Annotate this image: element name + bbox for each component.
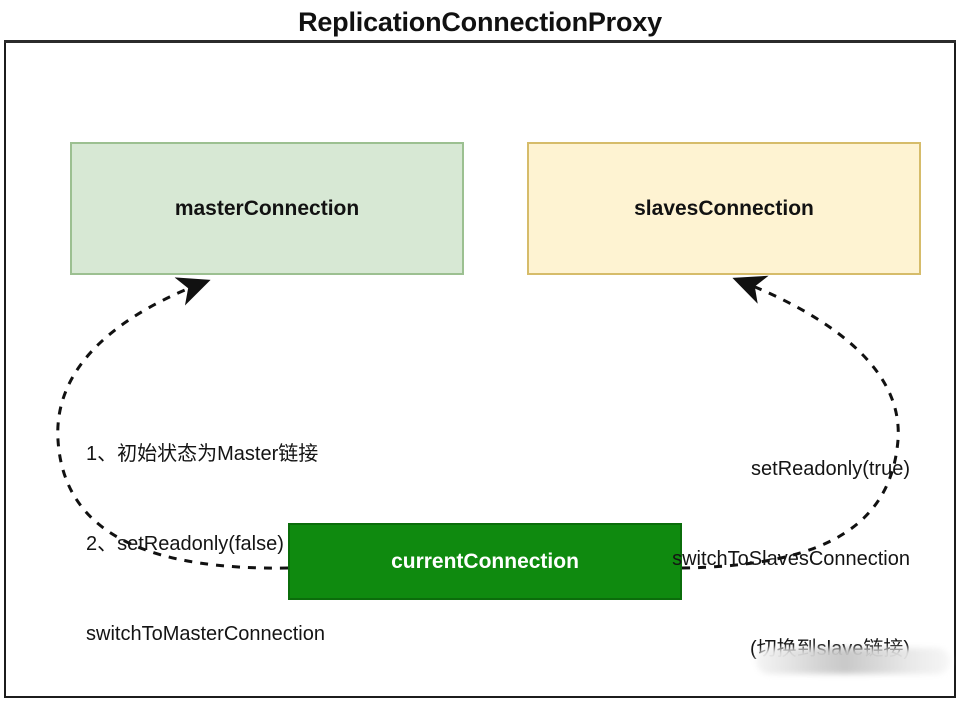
edge-label-line: switchToSlavesConnection	[672, 548, 910, 570]
node-current-connection[interactable]: currentConnection	[288, 523, 682, 600]
node-master-connection[interactable]: masterConnection	[70, 142, 464, 275]
node-current-connection-label: currentConnection	[391, 549, 579, 573]
edge-label-line: 1、初始状态为Master链接	[86, 443, 319, 465]
node-master-connection-label: masterConnection	[174, 196, 360, 220]
edge-label-line: 2、setReadonly(false)	[86, 533, 284, 555]
blurred-watermark	[756, 648, 950, 674]
edge-label-line: switchToMasterConnection	[86, 623, 325, 645]
node-slaves-connection-label: slavesConnection	[634, 196, 814, 220]
class-title-bar: ReplicationConnectionProxy	[4, 4, 956, 43]
page-title: ReplicationConnectionProxy	[298, 6, 662, 37]
node-slaves-connection[interactable]: slavesConnection	[527, 142, 921, 275]
edge-label-current-to-master: 1、初始状态为Master链接 2、setReadonly(false) swi…	[86, 379, 325, 706]
edge-label-line: setReadonly(true)	[751, 458, 910, 480]
